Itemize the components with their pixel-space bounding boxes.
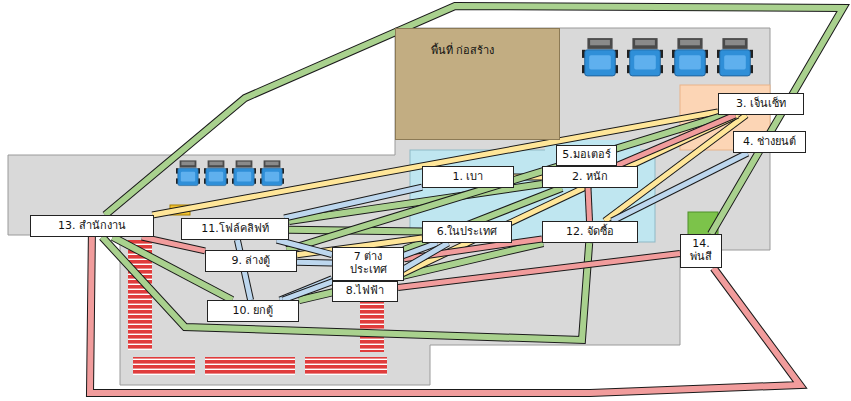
station-box: 2. หนัก bbox=[542, 166, 638, 188]
connector-line bbox=[102, 237, 589, 340]
floor-area bbox=[8, 28, 770, 385]
connector-outline bbox=[102, 237, 589, 340]
connector-outline bbox=[90, 237, 800, 393]
station-box: 7 ต่างประเทศ bbox=[332, 247, 404, 281]
rack bbox=[205, 357, 295, 375]
connector-line bbox=[398, 254, 680, 288]
truck-icon bbox=[582, 38, 618, 76]
node-text: 2. หนัก bbox=[572, 171, 608, 184]
station-box: 4. ช่างยนต์ bbox=[733, 131, 806, 153]
station-box: 14. พ่นสี bbox=[680, 234, 722, 268]
truck-icon bbox=[232, 160, 256, 185]
connector-line bbox=[90, 237, 800, 393]
node-text: 3. เจ็นเซ็ท bbox=[736, 98, 786, 111]
node-text: 11.โฟล์คลิฟท์ bbox=[201, 223, 269, 236]
rack bbox=[133, 357, 195, 375]
connector-outline bbox=[105, 6, 843, 234]
station-box: 5.มอเตอร์ bbox=[556, 145, 617, 166]
station-box: 13. สำนักงาน bbox=[30, 215, 154, 237]
station-box: 6.ในประเทศ bbox=[422, 221, 512, 243]
truck-icon bbox=[204, 160, 228, 185]
connector-outline bbox=[297, 259, 332, 267]
node-text: 6.ในประเทศ bbox=[437, 226, 498, 239]
station-box: 10. ยกตู้ bbox=[207, 300, 299, 322]
flow-connector bbox=[616, 115, 735, 166]
connector-line bbox=[105, 6, 843, 234]
flow-connector bbox=[102, 237, 589, 340]
station-box: 12. จัดซื้อ bbox=[542, 221, 638, 243]
station-box: 11.โฟล์คลิฟท์ bbox=[181, 218, 289, 240]
truck-icon bbox=[717, 38, 753, 76]
node-text: 8.ไฟฟ้า bbox=[346, 285, 385, 298]
node-text: 1. เบา bbox=[453, 171, 484, 184]
rack bbox=[305, 357, 387, 375]
connector-outline bbox=[616, 115, 735, 166]
connector-outline bbox=[284, 187, 422, 218]
truck-icon bbox=[260, 160, 284, 185]
station-box: 9. ล่างตู้ bbox=[205, 250, 297, 272]
connector-outline bbox=[398, 254, 680, 288]
flow-connector bbox=[283, 243, 437, 300]
flow-connector bbox=[284, 187, 422, 218]
node-text: 13. สำนักงาน bbox=[58, 220, 126, 233]
connector-line bbox=[297, 260, 332, 266]
connector-line bbox=[284, 187, 422, 218]
station-box: 1. เบา bbox=[422, 166, 514, 188]
station-box: 3. เจ็นเซ็ท bbox=[718, 93, 804, 115]
flow-connector bbox=[105, 6, 843, 234]
station-box: 8.ไฟฟ้า bbox=[332, 281, 398, 302]
truck-icon bbox=[176, 160, 200, 185]
rack bbox=[360, 300, 384, 352]
area-box: พื้นที่ ก่อสร้าง bbox=[395, 28, 560, 140]
node-text: 9. ล่างตู้ bbox=[232, 255, 271, 268]
flow-connector bbox=[398, 254, 680, 288]
node-text: 5.มอเตอร์ bbox=[562, 149, 611, 162]
connector-line bbox=[616, 115, 735, 166]
node-text: 14. พ่นสี bbox=[685, 238, 717, 263]
node-text: 7 ต่างประเทศ bbox=[337, 251, 399, 276]
node-text: 12. จัดซื้อ bbox=[566, 226, 614, 239]
flow-connector bbox=[297, 262, 332, 264]
connector-line bbox=[283, 243, 437, 300]
connector-outline bbox=[283, 243, 437, 300]
node-text: 10. ยกตู้ bbox=[233, 305, 274, 318]
node-text: 4. ช่างยนต์ bbox=[743, 136, 796, 149]
truck-icon bbox=[627, 38, 663, 76]
truck-icon bbox=[672, 38, 708, 76]
node-text: พื้นที่ ก่อสร้าง bbox=[431, 45, 495, 58]
flow-connector bbox=[90, 237, 800, 393]
